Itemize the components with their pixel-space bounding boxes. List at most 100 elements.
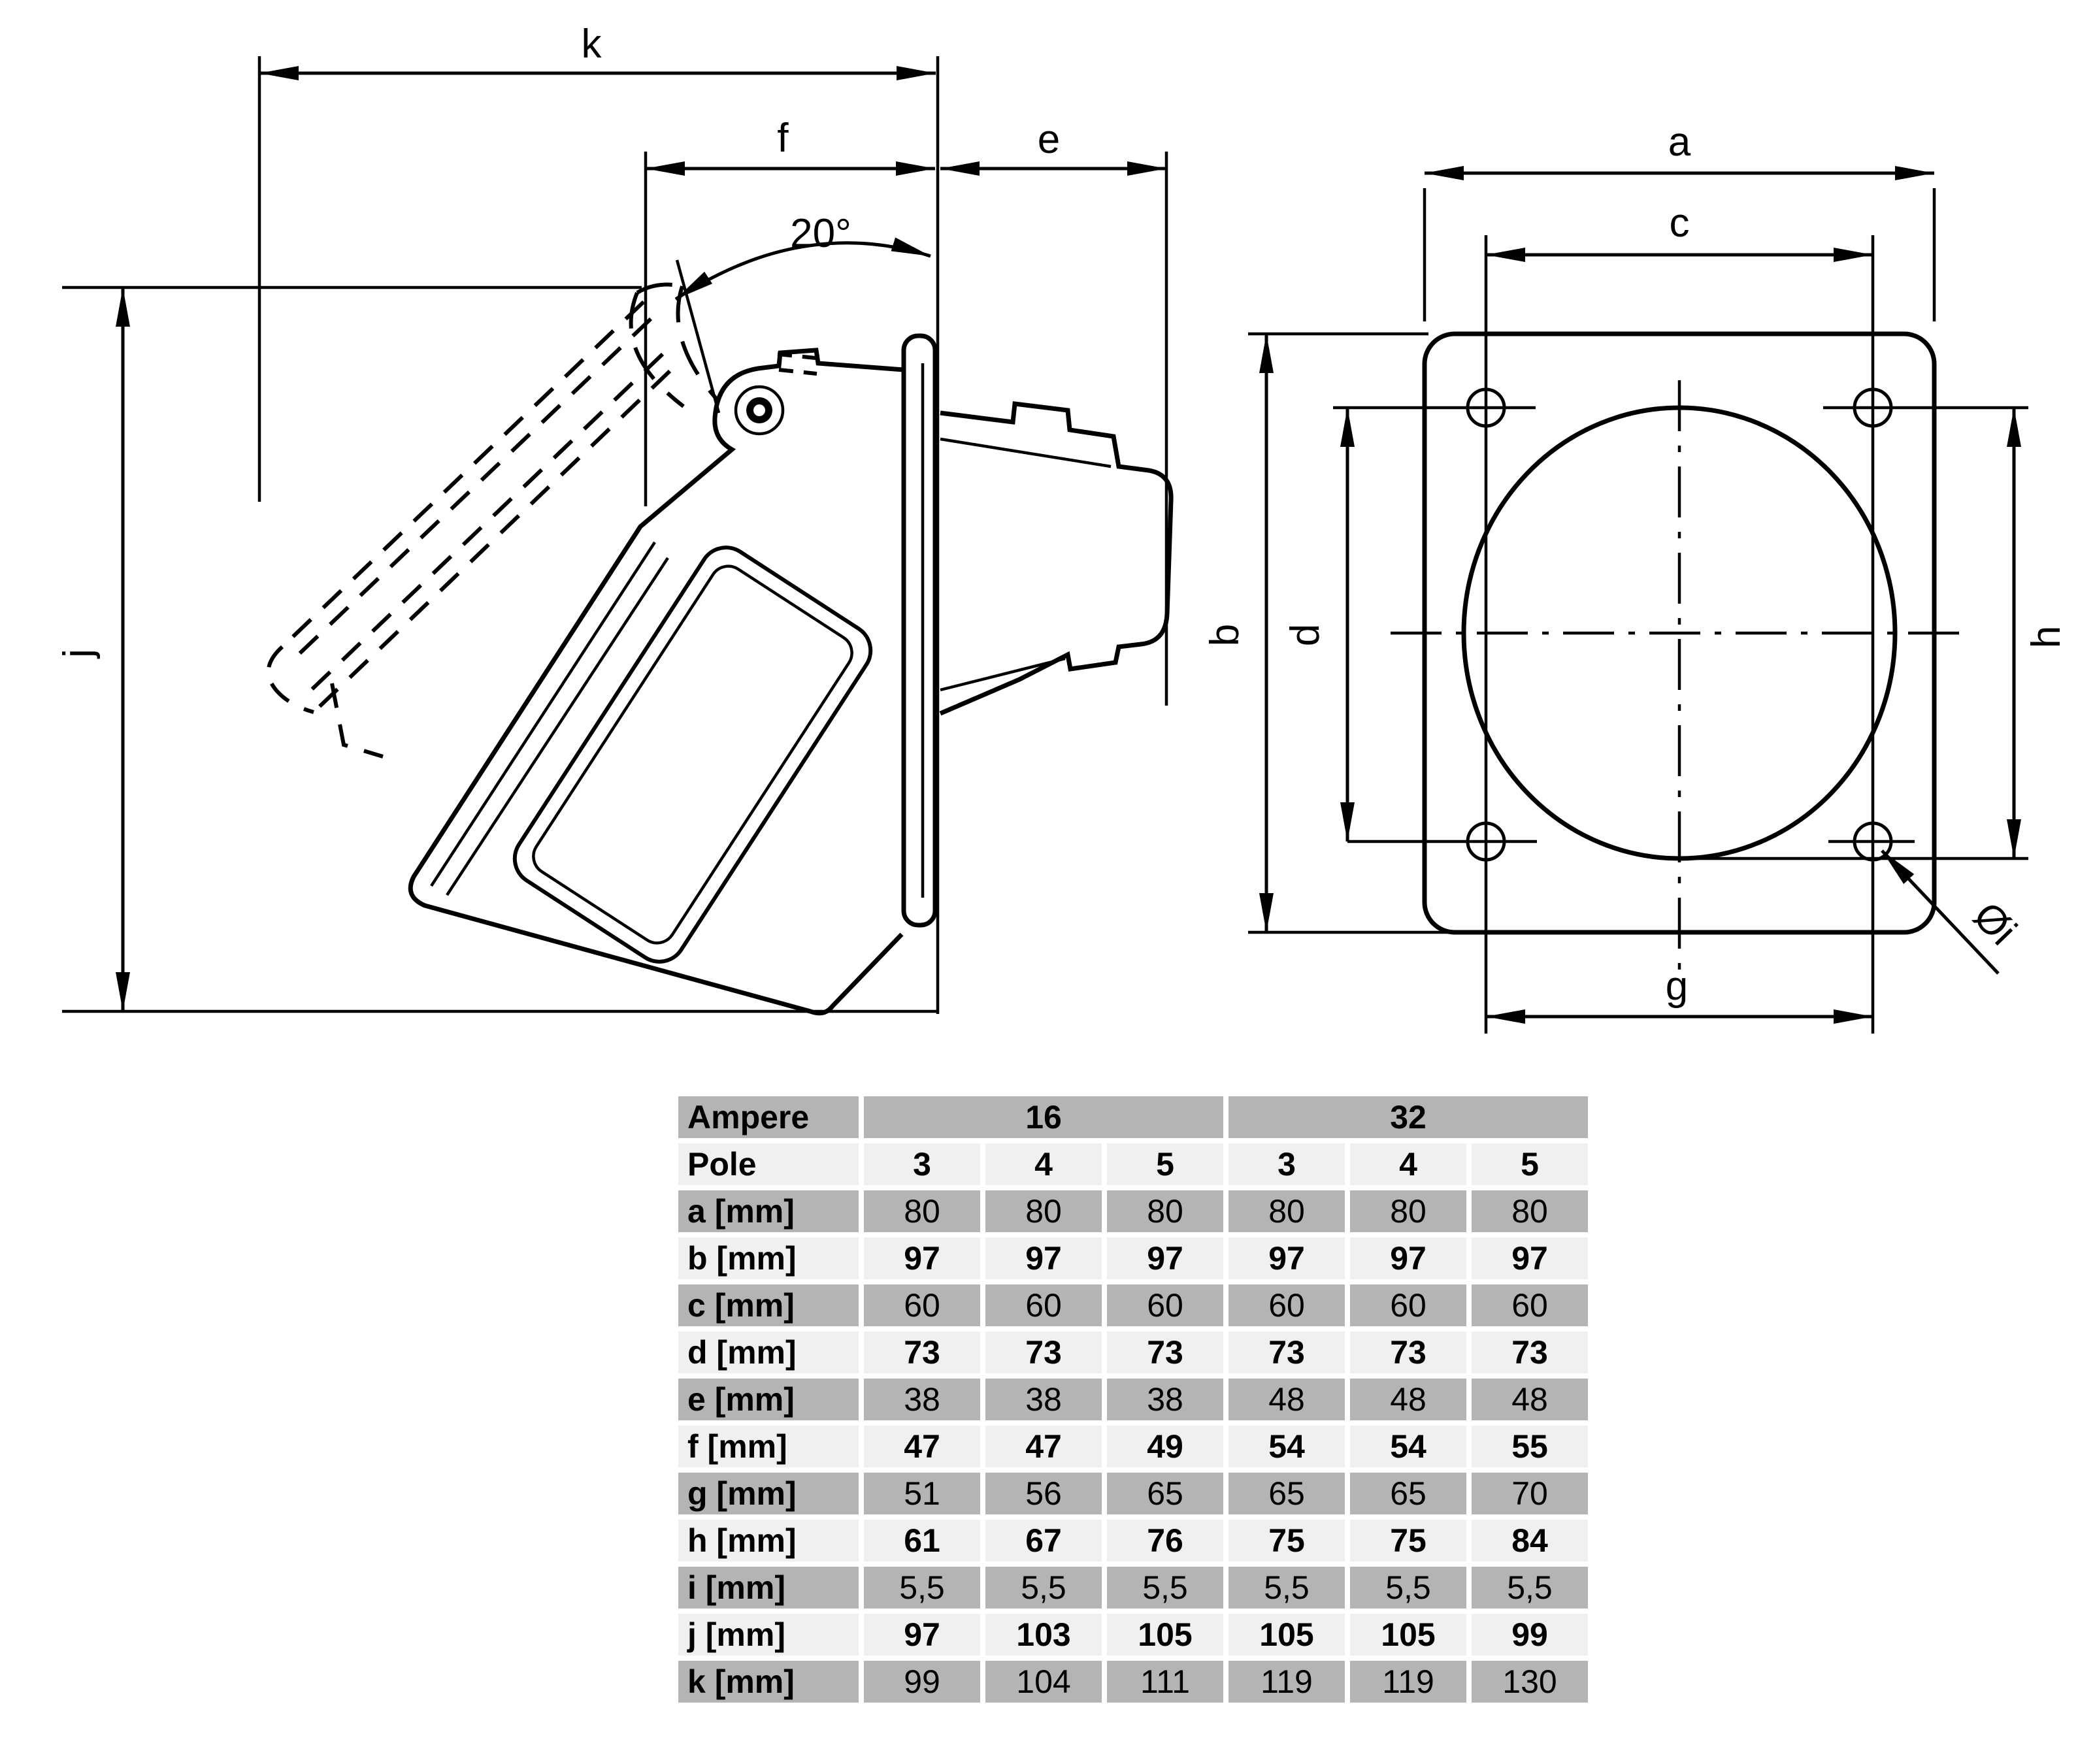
value-a-3: 80: [1229, 1190, 1345, 1232]
value-h-1: 67: [985, 1520, 1102, 1561]
value-g-2: 65: [1107, 1473, 1223, 1514]
value-g-3: 65: [1229, 1473, 1345, 1514]
mounting-hole-bottom-left: [1466, 821, 1506, 862]
socket-side-body: [408, 333, 1174, 1016]
value-f-4: 54: [1350, 1426, 1466, 1467]
value-b-1: 97: [985, 1237, 1102, 1279]
lid-line-1: [280, 300, 646, 649]
value-a-4: 80: [1350, 1190, 1466, 1232]
value-g-0: 51: [864, 1473, 980, 1514]
j-label: j: [56, 649, 101, 659]
angle-arc: [674, 237, 931, 301]
front-view-dimension-lines: [1259, 166, 2021, 1024]
value-f-3: 54: [1229, 1426, 1345, 1467]
side-view-labels: k f e 20° j: [56, 22, 1060, 659]
row-label-j: j [mm]: [678, 1614, 859, 1656]
pole-value-2: 5: [1107, 1143, 1223, 1185]
pole-value-4: 4: [1350, 1143, 1466, 1185]
d-label: d: [1283, 624, 1328, 646]
row-label-c: c [mm]: [678, 1284, 859, 1326]
lid-line-2: [288, 317, 653, 664]
face-rim-line-2: [446, 557, 669, 896]
value-b-4: 97: [1350, 1237, 1466, 1279]
hole-diameter-leader: [1881, 849, 2000, 975]
row-label-f: f [mm]: [678, 1426, 859, 1467]
value-f-2: 49: [1107, 1426, 1223, 1467]
f-label: f: [777, 116, 789, 161]
value-b-3: 97: [1229, 1237, 1345, 1279]
value-g-1: 56: [985, 1473, 1102, 1514]
face-rim-line-1: [430, 541, 656, 887]
row-label-i: i [mm]: [678, 1567, 859, 1609]
value-c-3: 60: [1229, 1284, 1345, 1326]
value-c-0: 60: [864, 1284, 980, 1326]
lid-20deg-dashed: [629, 282, 817, 408]
value-a-5: 80: [1472, 1190, 1588, 1232]
value-e-0: 38: [864, 1379, 980, 1420]
side-view-dimension-lines: [116, 66, 1166, 1011]
value-e-5: 48: [1472, 1379, 1588, 1420]
ampere-group-32: 32: [1229, 1096, 1588, 1138]
value-h-3: 75: [1229, 1520, 1345, 1561]
body-outline: [408, 348, 904, 1016]
value-e-1: 38: [985, 1379, 1102, 1420]
pole-value-0: 3: [864, 1143, 980, 1185]
lid-end-cap: [266, 645, 314, 714]
hole-diameter-label: Øi: [1964, 893, 2025, 954]
front-view-drawing: a c g b d h Øi: [1202, 120, 2069, 1034]
face-cover-outer: [512, 546, 873, 964]
value-j-4: 105: [1350, 1614, 1466, 1656]
value-e-4: 48: [1350, 1379, 1466, 1420]
value-k-1: 104: [985, 1661, 1102, 1703]
rear-terminal-box: [939, 401, 1174, 716]
mounting-hole-top-left: [1466, 387, 1506, 428]
b-label: b: [1202, 624, 1247, 646]
ampere-group-16: 16: [864, 1096, 1223, 1138]
mounting-hole-bottom-right: [1853, 821, 1893, 862]
value-i-0: 5,5: [864, 1567, 980, 1609]
mounting-hole-top-right: [1853, 387, 1893, 428]
value-i-1: 5,5: [985, 1567, 1102, 1609]
row-label-k: k [mm]: [678, 1661, 859, 1703]
face-cover-inner: [532, 564, 853, 945]
value-d-0: 73: [864, 1331, 980, 1373]
value-h-4: 75: [1350, 1520, 1466, 1561]
drawings-svg: k f e 20° j: [56, 22, 2069, 1034]
front-view-labels: a c g b d h Øi: [1202, 120, 2069, 1009]
value-i-2: 5,5: [1107, 1567, 1223, 1609]
value-i-5: 5,5: [1472, 1567, 1588, 1609]
c-label: c: [1670, 201, 1690, 246]
k-label: k: [582, 22, 602, 67]
value-d-3: 73: [1229, 1331, 1345, 1373]
value-f-1: 47: [985, 1426, 1102, 1467]
pole-value-3: 3: [1229, 1143, 1345, 1185]
value-i-3: 5,5: [1229, 1567, 1345, 1609]
value-d-1: 73: [985, 1331, 1102, 1373]
pole-label: Pole: [678, 1143, 859, 1185]
value-b-0: 97: [864, 1237, 980, 1279]
value-g-4: 65: [1350, 1473, 1466, 1514]
row-label-h: h [mm]: [678, 1520, 859, 1561]
value-h-5: 84: [1472, 1520, 1588, 1561]
value-d-5: 73: [1472, 1331, 1588, 1373]
socket-side-details: [430, 363, 1112, 964]
socket-opening-oval: [1461, 405, 1898, 861]
lid20-cap: [636, 282, 683, 295]
lid-line-4: [312, 369, 672, 714]
value-k-4: 119: [1350, 1661, 1466, 1703]
side-view-drawing: k f e 20° j: [56, 22, 1174, 1016]
value-j-1: 103: [985, 1614, 1102, 1656]
value-c-1: 60: [985, 1284, 1102, 1326]
lid-latch-hook: [330, 683, 384, 759]
value-j-5: 99: [1472, 1614, 1588, 1656]
